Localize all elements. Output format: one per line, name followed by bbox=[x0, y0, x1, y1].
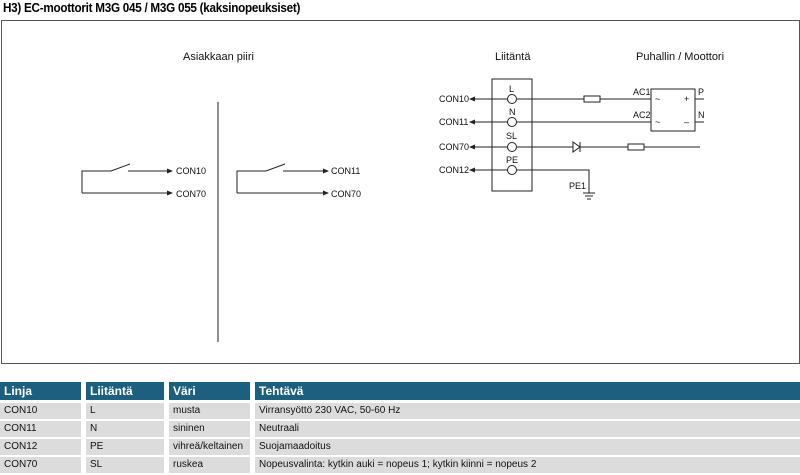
page-title: H3) EC-moottorit M3G 045 / M3G 055 (kaks… bbox=[3, 0, 301, 15]
resistor-icon bbox=[627, 143, 645, 151]
p-label: P bbox=[698, 87, 704, 97]
table-cell: Neutraali bbox=[255, 421, 800, 437]
table-cell: sininen bbox=[169, 421, 250, 437]
n-label: N bbox=[698, 110, 705, 120]
header-vari: Väri bbox=[169, 382, 250, 400]
table-cell: musta bbox=[169, 403, 250, 419]
switch1-con70: CON70 bbox=[176, 189, 206, 199]
fuse-icon bbox=[583, 95, 601, 103]
plus-label: + bbox=[684, 94, 689, 104]
table-cell: N bbox=[86, 421, 164, 437]
term-pe: PE bbox=[506, 155, 518, 165]
table-cell: vihreä/keltainen bbox=[169, 439, 250, 455]
motor-box bbox=[650, 88, 696, 132]
tilde-2: ~ bbox=[655, 117, 660, 127]
switch2-con11: CON11 bbox=[331, 166, 360, 176]
table-cell: CON10 bbox=[0, 403, 81, 419]
header-tehtava: Tehtävä bbox=[255, 382, 800, 400]
pe1-label: PE1 bbox=[569, 181, 586, 191]
ground-icon bbox=[583, 192, 595, 200]
table-cell: L bbox=[86, 403, 164, 419]
con11-label: CON11 bbox=[439, 117, 468, 127]
term-sl: SL bbox=[506, 131, 517, 141]
table-cell: Nopeusvalinta: kytkin auki = nopeus 1; k… bbox=[255, 457, 800, 473]
switch-2 bbox=[236, 163, 329, 196]
table-cell: CON12 bbox=[0, 439, 81, 455]
con70-label: CON70 bbox=[439, 142, 469, 152]
terminal-block bbox=[491, 78, 533, 192]
fan-motor-label: Puhallin / Moottori bbox=[636, 51, 724, 63]
terminals bbox=[469, 88, 704, 200]
term-n: N bbox=[509, 107, 516, 117]
table-cell: ruskea bbox=[169, 457, 250, 473]
con12-label: CON12 bbox=[439, 165, 469, 175]
switch2-con70: CON70 bbox=[331, 189, 361, 199]
table-cell: CON11 bbox=[0, 421, 81, 437]
ac2-label: AC2 bbox=[633, 110, 651, 120]
term-l: L bbox=[509, 84, 514, 94]
table-row: CON12 PE vihreä/keltainen Suojamaadoitus bbox=[0, 439, 800, 457]
table-row: CON70 SL ruskea Nopeusvalinta: kytkin auki … bbox=[0, 457, 800, 475]
table-cell: Virransyöttö 230 VAC, 50-60 Hz bbox=[255, 403, 800, 419]
con10-label: CON10 bbox=[439, 94, 469, 104]
table-cell: PE bbox=[86, 439, 164, 455]
tilde-1: ~ bbox=[655, 94, 660, 104]
ac1-label: AC1 bbox=[633, 87, 651, 97]
connection-label: Liitäntä bbox=[495, 51, 531, 63]
switch-1 bbox=[81, 163, 173, 196]
header-liitanta: Liitäntä bbox=[86, 382, 164, 400]
wiring-diagram: Asiakkaan piiri CON10 CON70 CON11 CON70 … bbox=[81, 51, 724, 342]
table-cell: CON70 bbox=[0, 457, 81, 473]
switch1-con10: CON10 bbox=[176, 166, 206, 176]
customer-circuit-label: Asiakkaan piiri bbox=[183, 51, 254, 63]
minus-label: – bbox=[684, 117, 689, 127]
table-cell: SL bbox=[86, 457, 164, 473]
table-header: Linja Liitäntä Väri Tehtävä bbox=[0, 382, 800, 403]
diode-icon bbox=[572, 141, 581, 153]
table-cell: Suojamaadoitus bbox=[255, 439, 800, 455]
header-linja: Linja bbox=[0, 382, 81, 400]
